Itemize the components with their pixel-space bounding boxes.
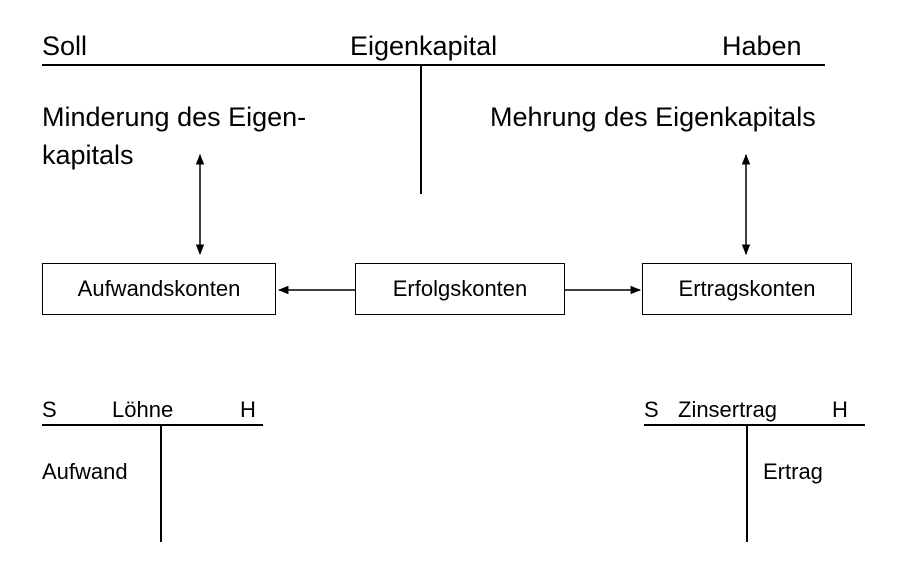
haben-label: Haben — [722, 31, 802, 61]
ertragskonten-box: Ertragskonten — [642, 263, 852, 315]
mehrung-label: Mehrung des Eigenkapitals — [490, 102, 816, 132]
zinsertrag-vertical-line — [746, 424, 748, 542]
zinsertrag-horizontal-line — [644, 424, 865, 426]
zinsertrag-soll-label: S — [644, 397, 659, 422]
erfolgskonten-box: Erfolgskonten — [355, 263, 565, 315]
loehne-soll-label: S — [42, 397, 57, 422]
loehne-horizontal-line — [42, 424, 263, 426]
zinsertrag-haben-label: H — [832, 397, 848, 422]
aufwandskonten-label: Aufwandskonten — [77, 276, 241, 301]
aufwandskonten-box: Aufwandskonten — [42, 263, 276, 315]
eigenkapital-horizontal-line — [42, 64, 825, 66]
soll-label: Soll — [42, 31, 88, 61]
eigenkapital-title: Eigenkapital — [350, 31, 498, 61]
loehne-vertical-line — [160, 424, 162, 542]
minderung-label-line1: Minderung des Eigen- — [42, 102, 307, 132]
eigenkapital-vertical-line — [420, 64, 422, 194]
ertragskonten-label: Ertragskonten — [678, 276, 816, 301]
minderung-label-line2: kapitals — [42, 140, 134, 170]
erfolgskonten-label: Erfolgskonten — [392, 276, 528, 301]
ertrag-entry: Ertrag — [763, 459, 823, 484]
loehne-haben-label: H — [240, 397, 256, 422]
loehne-title: Löhne — [112, 397, 174, 422]
aufwand-entry: Aufwand — [42, 459, 128, 484]
zinsertrag-title: Zinsertrag — [678, 397, 778, 422]
